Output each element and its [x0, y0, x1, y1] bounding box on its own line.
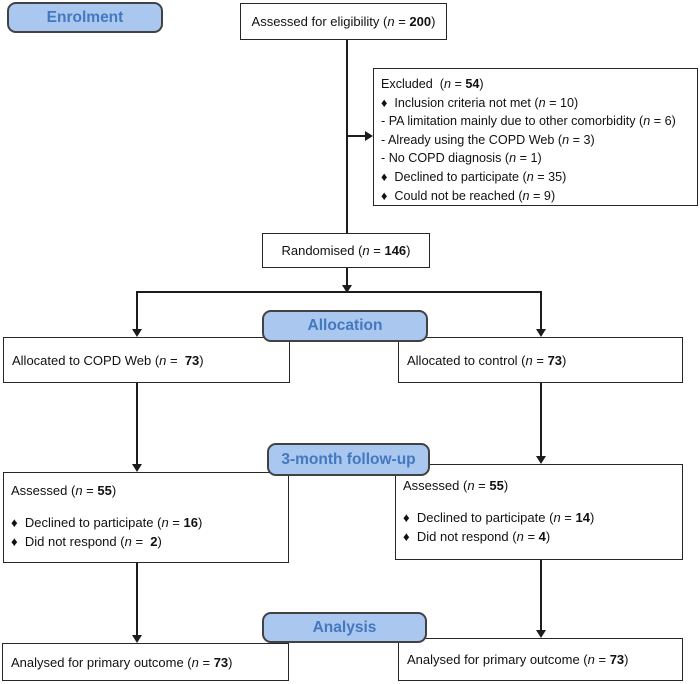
- arrowhead-into-allocated-control: [536, 329, 546, 337]
- allocated-control-box: Allocated to control (n = 73): [398, 337, 683, 383]
- randomised-box: Randomised (n = 146): [262, 233, 430, 268]
- text-line: Analysed for primary outcome (n = 73): [11, 654, 233, 670]
- connector-to-excluded: [346, 135, 366, 137]
- text-line: Assessed (n = 55): [11, 483, 117, 498]
- stage-badge-followup: 3-month follow-up: [267, 443, 430, 476]
- eligibility-box: Assessed for eligibility (n = 200): [240, 3, 447, 40]
- text-line: - No COPD diagnosis (n = 1): [381, 151, 542, 166]
- stage-badge-followup-label: 3-month follow-up: [281, 450, 416, 468]
- arrowhead-into-analysis-web: [132, 635, 142, 643]
- allocated-web-box: Allocated to COPD Web (n = 73): [3, 337, 290, 383]
- text-line: ♦ Did not respond (n = 2): [11, 534, 162, 549]
- text-line: ♦ Did not respond (n = 4): [403, 529, 551, 544]
- text-line: ♦ Could not be reached (n = 9): [381, 188, 556, 203]
- text-line: Assessed (n = 55): [403, 478, 509, 493]
- arrowhead-into-followup-web: [132, 464, 142, 472]
- stage-badge-enrolment-label: Enrolment: [46, 8, 124, 26]
- stage-badge-analysis-label: Analysis: [312, 618, 377, 636]
- connector-split-to-web: [136, 291, 138, 330]
- text-line: Assessed for eligibility (n = 200): [251, 14, 436, 29]
- connector-control-to-analysis: [540, 560, 542, 631]
- text-line: ♦ Declined to participate (n = 35): [381, 169, 567, 184]
- arrowhead-into-analysis-control: [536, 630, 546, 638]
- connector-split-to-control: [540, 291, 542, 330]
- text-line: Allocated to control (n = 73): [407, 352, 567, 368]
- analysis-web-box: Analysed for primary outcome (n = 73): [2, 643, 289, 681]
- stage-badge-analysis: Analysis: [262, 612, 427, 643]
- connector-randomised-to-split: [346, 268, 348, 286]
- text-line: Randomised (n = 146): [281, 243, 411, 258]
- arrowhead-into-excluded: [365, 131, 373, 141]
- text-line: ♦ Inclusion criteria not met (n = 10): [381, 95, 579, 110]
- excluded-box: Excluded (n = 54) ♦ Inclusion criteria no…: [373, 68, 698, 206]
- arrowhead-into-split: [342, 285, 352, 293]
- text-line: - Already using the COPD Web (n = 3): [381, 132, 595, 147]
- text-line: - PA limitation mainly due to other como…: [381, 114, 676, 129]
- arrowhead-into-followup-control: [536, 456, 546, 464]
- stage-badge-allocation-label: Allocation: [307, 317, 383, 334]
- split-line: [136, 291, 542, 293]
- connector-web-to-analysis: [136, 563, 138, 636]
- stage-badge-enrolment: Enrolment: [7, 2, 163, 33]
- stage-badge-allocation: Allocation: [262, 310, 428, 342]
- connector-web-to-followup: [136, 383, 138, 465]
- text-line: Analysed for primary outcome (n = 73): [407, 652, 629, 667]
- text-line: ♦ Declined to participate (n = 14): [403, 510, 595, 525]
- text-line: Excluded (n = 54): [381, 77, 484, 91]
- followup-control-box: Assessed (n = 55) ♦ Declined to participa…: [395, 464, 683, 560]
- followup-web-box: Assessed (n = 55) ♦ Declined to participa…: [3, 472, 289, 563]
- connector-control-to-followup: [540, 383, 542, 457]
- text-line: ♦ Declined to participate (n = 16): [11, 515, 203, 530]
- arrowhead-into-allocated-web: [132, 329, 142, 337]
- analysis-control-box: Analysed for primary outcome (n = 73): [398, 638, 683, 681]
- text-line: Allocated to COPD Web (n = 73): [12, 352, 204, 368]
